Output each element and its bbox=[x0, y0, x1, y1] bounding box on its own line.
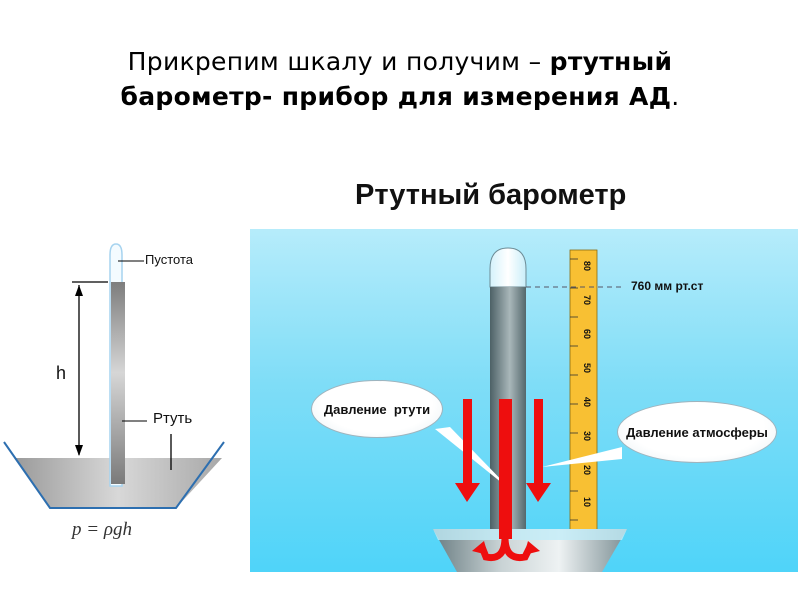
barometer-graphic bbox=[433, 247, 627, 572]
scale-tick-label: 20 bbox=[582, 464, 593, 476]
void-label: Пустота bbox=[145, 252, 193, 267]
scale-tick-label: 60 bbox=[582, 328, 593, 340]
barometer-title: Ртутный барометр bbox=[355, 179, 627, 211]
level-760-label: 760 мм рт.ст bbox=[631, 279, 704, 293]
scale-tick-label: 50 bbox=[582, 362, 593, 374]
title-text-normal: Прикрепим шкалу и получим – bbox=[127, 47, 550, 76]
torricelli-diagram-graphic bbox=[3, 243, 225, 509]
scale-tick-label: 40 bbox=[582, 396, 593, 408]
mercury-pressure-bubble: Давление ртути bbox=[311, 380, 443, 438]
height-label: h bbox=[56, 363, 67, 383]
title-text-bold-1: ртутный bbox=[549, 47, 673, 76]
title-text-bold-2: барометр- прибор для измерения АД bbox=[120, 82, 672, 111]
pressure-formula: p = ρgh bbox=[72, 519, 132, 540]
scale-tick-label: 80 bbox=[582, 260, 593, 272]
mercury-label: Ртуть bbox=[153, 410, 193, 427]
atmosphere-pressure-text: Давление атмосферы bbox=[626, 424, 768, 440]
scale-tick-label: 10 bbox=[582, 496, 593, 508]
atmosphere-pressure-bubble: Давление атмосферы bbox=[617, 401, 777, 463]
slide-title: Прикрепим шкалу и получим – ртутный баро… bbox=[0, 44, 800, 114]
barometer-panel: 80 70 60 50 40 30 20 10 760 мм рт.ст Дав… bbox=[250, 229, 798, 572]
scale-tick-label: 30 bbox=[582, 430, 593, 442]
torricelli-diagram: Пустота Ртуть h p = ρgh bbox=[0, 230, 250, 560]
title-text-end: . bbox=[671, 82, 680, 111]
scale-tick-label: 70 bbox=[582, 294, 593, 306]
mercury-pressure-text: Давление ртути bbox=[323, 401, 431, 417]
